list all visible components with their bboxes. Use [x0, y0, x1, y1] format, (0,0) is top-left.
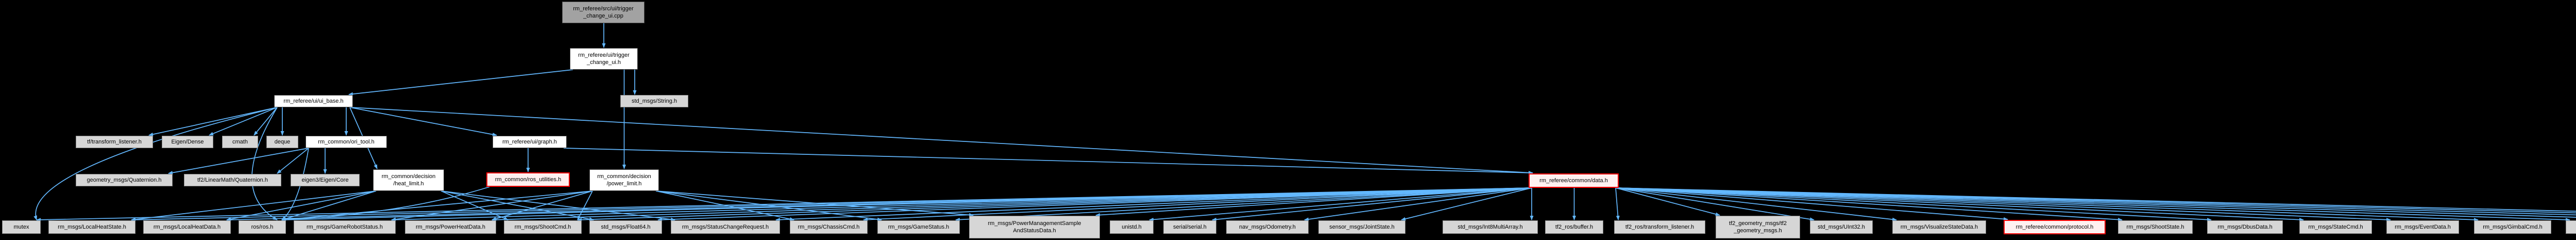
edge-data-to-protocol: [1615, 187, 2008, 221]
edge-data-to-tf2_geom: [1615, 187, 1720, 216]
graph-node-local_heat_data: rm_msgs/LocalHeatData.h: [143, 220, 231, 234]
edge-data-to-dbus_data: [1615, 187, 2212, 222]
graph-node-power_mgmt: rm_msgs/PowerManagementSample AndStatusD…: [969, 216, 1100, 238]
graph-node-power_heat_data: rm_msgs/PowerHeatData.h: [405, 220, 496, 234]
edge-data-to-shoot_cmd: [577, 187, 1532, 222]
edge-ui_base-to-cmath: [253, 107, 278, 136]
edge-power_limit-to-game_robot_status: [391, 190, 593, 221]
edge-data-to-serial: [1212, 187, 1532, 221]
graph-node-game_robot_status: rm_msgs/GameRobotStatus.h: [294, 220, 396, 234]
edge-data-to-game_status: [955, 187, 1532, 222]
graph-node-tf2_geom: tf2_geometry_msgs/tf2 _geometry_msgs.h: [1716, 216, 1800, 238]
graph-node-serial: serial/serial.h: [1163, 220, 1216, 234]
graph-node-eigen_dense: Eigen/Dense: [162, 136, 213, 148]
edge-data-to-odometry: [1304, 187, 1532, 221]
edge-ui_base-to-mutex: [33, 107, 278, 220]
graph-node-uint32: std_msgs/UInt32.h: [1810, 220, 1873, 234]
graph-node-robot_hurt: rm_msgs/RobotHurt.h: [2566, 220, 2576, 234]
edge-data-to-chassis_cmd: [863, 187, 1532, 222]
graph-node-protocol[interactable]: rm_referee/common/protocol.h: [2004, 220, 2106, 234]
graph-node-shoot_state: rm_msgs/ShootState.h: [2118, 220, 2193, 234]
edge-ui_base-to-tf_listener: [148, 107, 278, 136]
edge-power_limit-to-shoot_cmd: [577, 190, 593, 220]
graph-node-shoot_cmd: rm_msgs/ShootCmd.h: [504, 220, 582, 234]
edge-data-to-uint32: [1615, 187, 1815, 221]
graph-node-ui_base[interactable]: rm_referee/ui/ui_base.h: [274, 95, 353, 107]
graph-node-graph[interactable]: rm_referee/ui/graph.h: [493, 136, 567, 148]
graph-node-dbus_data: rm_msgs/DbusData.h: [2207, 220, 2283, 234]
graph-node-ros_utilities[interactable]: rm_common/ros_utilities.h: [486, 172, 570, 187]
graph-node-mutex: mutex: [2, 220, 41, 234]
edge-data-to-visualize_state: [1615, 187, 1897, 221]
graph-node-tf2_buffer: tf2_ros/buffer.h: [1545, 220, 1603, 234]
graph-node-data[interactable]: rm_referee/common/data.h: [1529, 173, 1619, 188]
edge-ui_base-to-eigen_dense: [209, 107, 278, 136]
graph-node-chassis_cmd: rm_msgs/ChassisCmd.h: [790, 220, 868, 234]
graph-node-joint_state: sensor_msgs/JointState.h: [1318, 220, 1405, 234]
graph-node-ori_tool[interactable]: rm_common/ori_tool.h: [306, 136, 387, 148]
graph-node-status_change_request: rm_msgs/StatusChangeRequest.h: [671, 220, 780, 234]
edge-ori_tool-to-tf2_quat: [277, 148, 309, 174]
graph-node-event_data: rm_msgs/EventData.h: [2386, 220, 2459, 234]
graph-node-trigger[interactable]: rm_referee/ui/trigger _change_ui.h: [570, 48, 638, 70]
edge-data-to-status_change_request: [775, 187, 1532, 222]
edge-data-to-shoot_state: [1615, 187, 2123, 221]
edge-data-to-float64: [657, 187, 1532, 222]
edge-heat_limit-to-local_heat_state: [131, 190, 377, 221]
graph-node-int8multi: std_msgs/Int8MultiArray.h: [1443, 220, 1538, 234]
edge-data-to-engineer_ui: [1615, 187, 2576, 212]
graph-node-cpp[interactable]: rm_referee/src/ui/trigger _change_ui.cpp: [562, 2, 645, 23]
edge-ori_tool-to-geo_quat: [168, 148, 309, 175]
edge-data-to-game_robot_status: [391, 187, 1532, 222]
graph-node-power_limit[interactable]: rm_common/decision /power_limit.h: [589, 169, 659, 191]
graph-node-deque: deque: [266, 136, 298, 148]
edge-data-to-tf2_listener: [1615, 187, 1620, 220]
graph-node-visualize_state: rm_msgs/VisualizeStateData.h: [1892, 220, 1986, 234]
edge-heat_limit-to-status_change_request: [440, 190, 675, 221]
graph-node-tf_listener: tf/transform_listener.h: [76, 136, 153, 148]
edge-data-to-state_cmd: [1615, 187, 2304, 222]
graph-node-tf2_listener: tf2_ros/transform_listener.h: [1614, 220, 1705, 234]
graph-node-geo_quat: geometry_msgs/Quaternion.h: [76, 174, 173, 186]
graph-node-ros: ros/ros.h: [239, 220, 286, 234]
edge-ui_base-to-data: [349, 107, 1533, 175]
graph-node-heat_limit[interactable]: rm_common/decision /heat_limit.h: [373, 169, 444, 191]
graph-node-float64: std_msgs/Float64.h: [589, 220, 662, 234]
edge-data-to-gimbal_cmd: [1615, 187, 2479, 222]
edge-heat_limit-to-local_heat_data: [226, 190, 377, 221]
graph-node-string: std_msgs/String.h: [620, 95, 688, 107]
edge-trigger-to-ui_base: [348, 69, 573, 96]
edge-data-to-ros: [281, 187, 1532, 222]
edge-heat_limit-to-float64: [440, 190, 594, 221]
graph-node-state_cmd: rm_msgs/StateCmd.h: [2299, 220, 2372, 234]
graph-node-cmath: cmath: [222, 136, 258, 148]
graph-node-gimbal_cmd: rm_msgs/GimbalCmd.h: [2474, 220, 2551, 234]
edge-data-to-unistd: [1149, 187, 1532, 221]
graph-node-unistd: unistd.h: [1110, 220, 1154, 234]
graph-node-local_heat_state: rm_msgs/LocalHeatState.h: [48, 220, 135, 234]
graph-node-odometry: nav_msgs/Odometry.h: [1226, 220, 1309, 234]
edge-ui_base-to-graph: [349, 107, 497, 136]
edge-graph-to-data: [563, 148, 1533, 175]
edge-data-to-event_data: [1615, 187, 2391, 222]
graph-node-eigen_core: eigen3/Eigen/Core: [291, 174, 360, 186]
edge-data-to-joint_state: [1401, 187, 1532, 221]
edge-data-to-power_mgmt: [1095, 187, 1532, 217]
graph-node-game_status: rm_msgs/GameStatus.h: [877, 220, 960, 234]
graph-node-tf2_quat: tf2/LinearMath/Quaternion.h: [184, 174, 281, 186]
